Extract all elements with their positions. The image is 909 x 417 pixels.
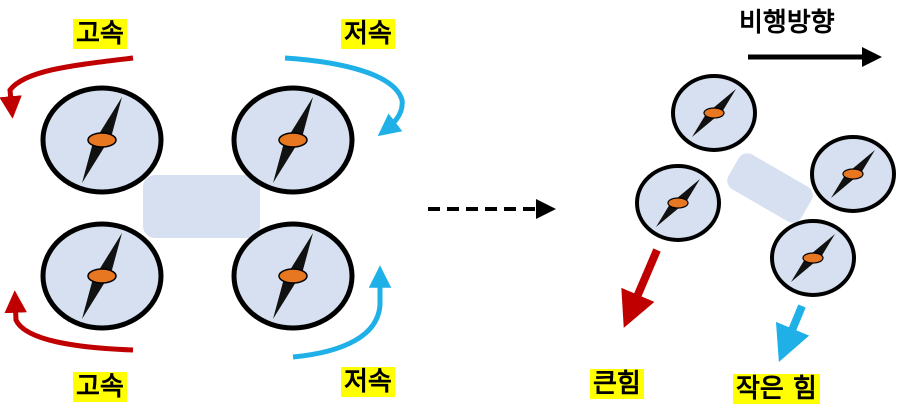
label-strong-force: 큰힘 [590, 369, 644, 399]
label-bottom-left-fast: 고속 [73, 372, 127, 402]
tilted-propeller-left [635, 164, 721, 242]
drone-body [143, 175, 260, 238]
weak-force-arrow [775, 304, 810, 362]
tilted-drone-body [727, 153, 813, 223]
strong-force-arrow [621, 248, 661, 328]
tilted-drone [635, 74, 896, 297]
tilted-propeller-bottom [770, 219, 856, 297]
slow-rotation-arrow-bottom-right [292, 265, 392, 360]
propeller-bottom-left [43, 224, 161, 328]
slow-rotation-arrow-top-right [284, 55, 405, 137]
propeller-top-right [234, 88, 352, 192]
label-top-left-fast: 고속 [73, 19, 127, 49]
tilted-propeller-right [810, 135, 896, 213]
propeller-top-left [43, 88, 161, 192]
fast-rotation-arrow-bottom-left [4, 290, 134, 353]
label-flight-direction: 비행방향 [739, 8, 835, 38]
propeller-bottom-right [234, 224, 352, 328]
label-top-right-slow: 저속 [341, 19, 395, 49]
label-bottom-right-slow: 저속 [341, 367, 395, 397]
label-weak-force: 작은 힘 [733, 374, 820, 404]
tilted-propeller-top [671, 74, 757, 152]
fast-rotation-arrow-top-left [0, 55, 134, 119]
